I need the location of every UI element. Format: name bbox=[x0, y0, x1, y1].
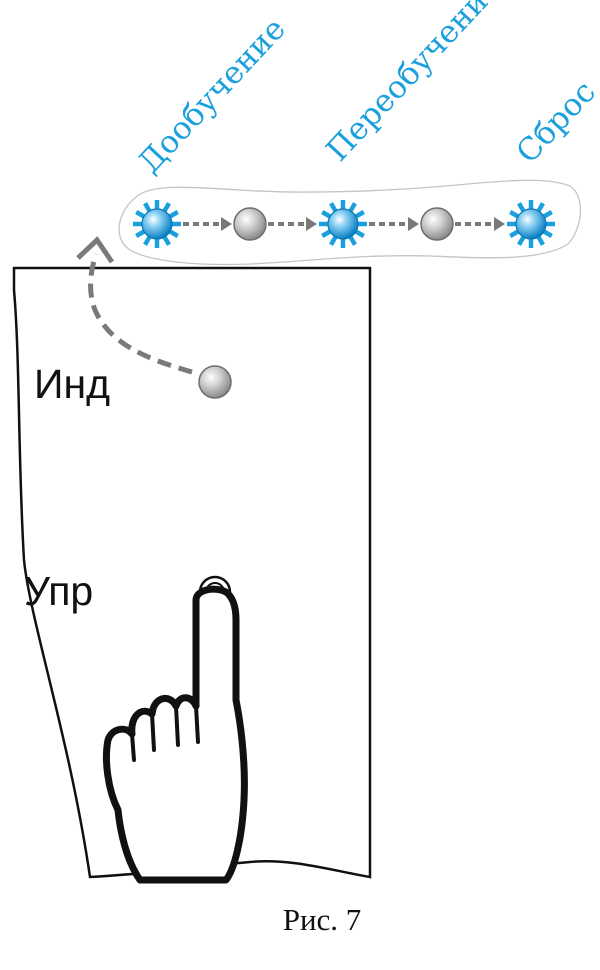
sequence-arrow bbox=[183, 217, 232, 231]
indicator-led-icon bbox=[198, 365, 232, 399]
blinking-led-icon bbox=[133, 200, 181, 248]
led-sequence bbox=[133, 200, 555, 248]
indicator-label: Инд bbox=[34, 361, 110, 407]
indicator-arrow bbox=[88, 253, 193, 375]
sequence-arrow bbox=[369, 217, 419, 231]
led-off-icon bbox=[233, 207, 267, 241]
sequence-arrow bbox=[455, 217, 505, 231]
mode-label-relearn-partial: Дообучение bbox=[132, 11, 293, 180]
button-label: Упр bbox=[24, 568, 93, 614]
led-off-icon bbox=[420, 207, 454, 241]
figure-caption: Рис. 7 bbox=[283, 902, 362, 937]
sequence-arrow bbox=[268, 217, 317, 231]
mode-label-reset: Сброс bbox=[510, 74, 600, 170]
mode-label-relearn-full: Переобучение bbox=[320, 0, 508, 168]
blinking-led-icon bbox=[507, 200, 555, 248]
pointing-hand-icon bbox=[102, 585, 248, 884]
device-panel bbox=[12, 266, 372, 879]
indicator-arrow-head bbox=[76, 236, 115, 264]
blinking-led-icon bbox=[319, 200, 367, 248]
